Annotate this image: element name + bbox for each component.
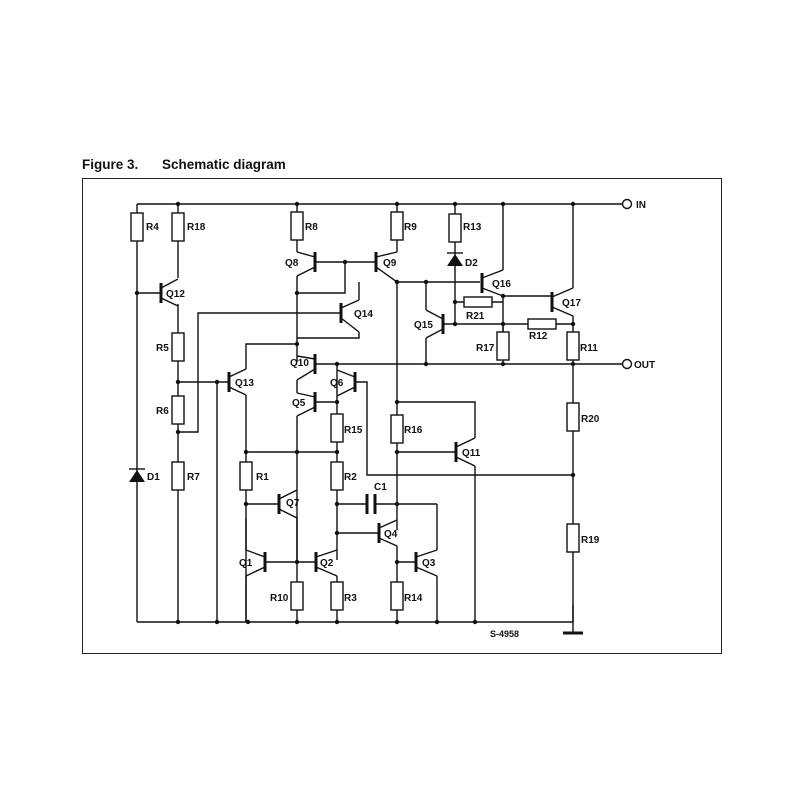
resistor-r17-label: R17 [476,343,495,354]
transistor-q3-label: Q3 [422,558,436,569]
resistor-r8 [290,211,304,241]
transistor-q1-label: Q1 [239,558,253,569]
resistor-r17 [496,331,510,361]
resistor-r4-label: R4 [146,222,159,233]
transistor-q11-label: Q11 [462,448,481,459]
transistor-q2-label: Q2 [320,558,334,569]
resistor-r6-label: R6 [156,406,169,417]
resistor-r5-label: R5 [156,343,169,354]
resistor-r8-label: R8 [305,222,318,233]
resistor-r3 [330,581,344,611]
transistor-q9-label: Q9 [383,258,397,269]
transistor-q4 [337,519,398,547]
transistor-q14 [297,282,360,339]
resistor-r19-label: R19 [581,535,600,546]
resistor-r15 [330,413,344,443]
transistor-q7 [277,489,298,519]
transistor-q10 [296,354,317,381]
resistor-r12 [527,318,557,330]
resistor-r3-label: R3 [344,593,357,604]
transistor-q6 [336,369,573,476]
transistor-q17 [550,204,574,332]
resistor-r5 [171,332,185,362]
transistor-q10-label: Q10 [290,358,309,369]
transistor-q11 [397,401,476,622]
transistor-q8 [296,251,375,277]
resistor-r15-label: R15 [344,425,363,436]
resistor-r14-label: R14 [404,593,423,604]
out-terminal-label: OUT [634,360,655,371]
resistor-r16-label: R16 [404,425,423,436]
transistor-q5 [296,392,337,417]
resistor-r16 [390,414,404,444]
supply-rail [137,201,622,207]
resistor-r19 [566,523,580,553]
resistor-r18 [171,212,185,242]
resistor-r21 [463,296,493,308]
resistor-r7 [171,461,185,491]
transistor-q3 [397,549,438,577]
transistor-q4-label: Q4 [384,529,398,540]
transistor-q9 [374,251,398,283]
resistor-r1 [239,461,253,491]
resistor-r6 [171,395,185,425]
resistor-r13-label: R13 [463,222,482,233]
capacitor-c1-label: C1 [374,482,387,493]
out-terminal: OUT [621,358,655,371]
transistor-q6-label: Q6 [330,378,344,389]
resistor-r1-label: R1 [256,472,269,483]
resistor-r7-label: R7 [187,472,200,483]
diode-d1-label: D1 [147,472,160,483]
diode-d1 [129,468,145,482]
drawing-code: S-4958 [490,629,519,639]
in-terminal-label: IN [636,200,646,211]
transistor-q12-label: Q12 [166,289,185,300]
transistor-q12 [159,278,179,307]
resistor-r10-label: R10 [270,593,289,604]
in-terminal: IN [621,198,646,211]
resistor-r11 [566,331,580,361]
resistor-r9-label: R9 [404,222,417,233]
transistor-q16 [480,204,504,334]
capacitor-c1 [365,494,377,514]
transistor-q8-label: Q8 [285,258,299,269]
resistor-r9 [390,211,404,241]
transistor-q17-label: Q17 [562,298,581,309]
transistor-q16-label: Q16 [492,279,511,290]
diode-d2-label: D2 [465,258,478,269]
transistor-q15-label: Q15 [414,320,433,331]
resistor-r2-label: R2 [344,472,357,483]
transistor-q5-label: Q5 [292,398,306,409]
diode-d2 [447,252,463,266]
transistor-q13-label: Q13 [235,378,254,389]
figure-number: Figure 3. [82,157,139,172]
resistor-r18-label: R18 [187,222,206,233]
resistor-r11-label: R11 [580,343,598,354]
resistor-r12-label: R12 [529,331,548,342]
transistor-q1 [245,549,297,577]
transistor-q2 [297,549,338,577]
resistor-r20-label: R20 [581,414,600,425]
resistor-r14 [390,581,404,611]
figure-title: Schematic diagram [162,157,286,172]
transistor-q14-label: Q14 [354,309,373,320]
diagram-frame [82,178,722,654]
resistor-r20 [566,402,580,432]
resistor-r2 [330,461,344,491]
transistor-q7-label: Q7 [286,498,300,509]
resistor-r21-label: R21 [466,311,485,322]
output-line [315,360,622,403]
resistor-r13 [448,213,462,243]
transistor-q15 [425,282,528,362]
resistor-r10 [290,581,304,611]
resistor-r4 [130,212,144,242]
